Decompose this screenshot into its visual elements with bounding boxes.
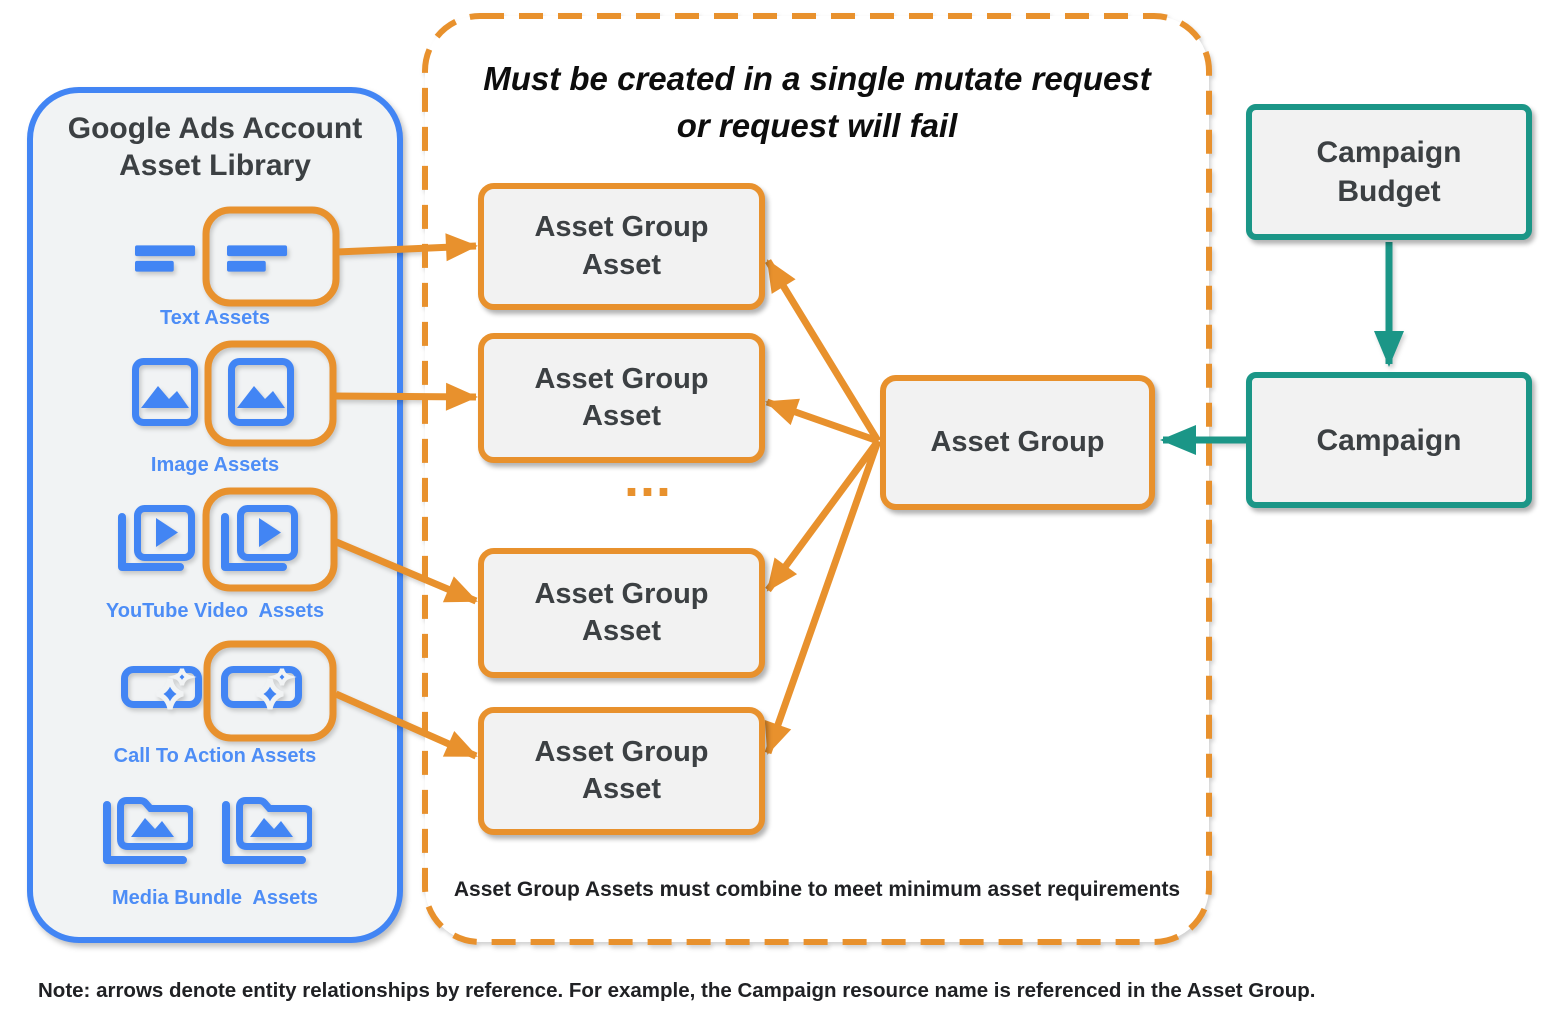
asset-library-panel [27, 87, 403, 943]
asset-group-asset-box-4: Asset Group Asset [478, 707, 765, 835]
arrow-asset-group-to-aga2 [765, 398, 880, 445]
youtube-video-assets-label: YouTube Video Assets [105, 600, 325, 622]
arrow-text-asset-to-aga1 [336, 233, 478, 262]
selected-text-asset-ring [202, 206, 340, 307]
call-to-action-assets-label: Call To Action Assets [113, 745, 317, 767]
image-asset-icon [136, 362, 195, 423]
arrow-video-asset-to-aga3 [332, 537, 478, 605]
asset-group-asset-box-2: Asset Group Asset [478, 333, 765, 463]
call-to-action-asset-icon [125, 669, 199, 709]
text-asset-icon [135, 245, 196, 272]
selected-video-asset-ring [202, 487, 338, 592]
mutate-request-footnote: Asset Group Assets must combine to meet … [453, 878, 1181, 901]
youtube-video-asset-icon [122, 509, 192, 568]
arrow-asset-group-to-aga1 [765, 259, 881, 443]
arrow-image-asset-to-aga2 [332, 382, 478, 411]
arrow-cta-asset-to-aga4 [334, 690, 478, 760]
asset-group-box: Asset Group [880, 375, 1155, 510]
media-bundle-assets-label: Media Bundle Assets [112, 887, 318, 909]
text-asset-icon [227, 245, 288, 272]
media-bundle-asset-icon [226, 801, 311, 861]
asset-group-asset-box-1: Asset Group Asset [478, 183, 765, 310]
image-assets-label: Image Assets [150, 454, 280, 476]
text-assets-label: Text Assets [159, 307, 271, 329]
media-bundle-asset-icon [107, 801, 192, 861]
library-title: Google Ads Account Asset Library [67, 112, 363, 182]
arrow-asset-group-to-aga3 [765, 438, 881, 593]
youtube-video-asset-icon [225, 509, 295, 568]
image-asset-icon [232, 362, 291, 423]
campaign-budget-box: Campaign Budget [1246, 104, 1532, 240]
arrow-asset-group-to-aga4 [764, 439, 882, 755]
selected-cta-asset-ring [203, 640, 337, 742]
campaign-box: Campaign [1246, 372, 1532, 508]
call-to-action-asset-icon [225, 669, 299, 709]
reference-note: Note: arrows denote entity relationships… [38, 979, 1316, 1002]
asset-group-asset-box-3: Asset Group Asset [478, 548, 765, 678]
mutate-request-title: Must be created in a single mutate reque… [483, 60, 1151, 144]
selected-image-asset-ring [204, 340, 337, 447]
